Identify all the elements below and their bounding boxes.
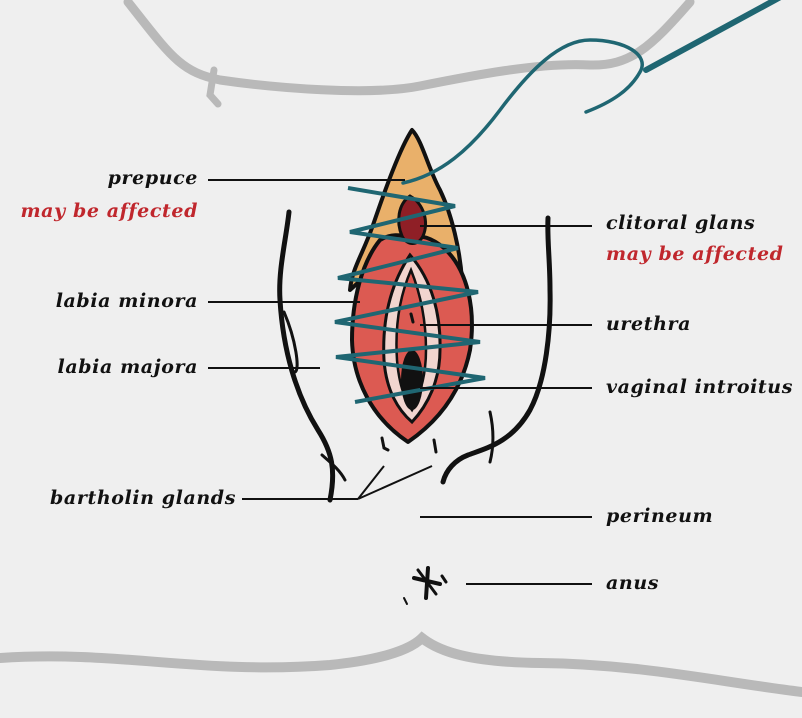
urethra-mark (411, 314, 413, 322)
label-anus: anus (606, 572, 659, 594)
bartholin-gland-left (382, 438, 388, 450)
label-bartholin-glands: bartholin glands (20, 487, 236, 509)
anus-mark (404, 568, 446, 604)
label-clitoral-glans: clitoral glans (606, 212, 755, 234)
label-prepuce: prepuce (60, 167, 198, 189)
label-prepuce-note: may be affected (0, 200, 198, 222)
vaginal-introitus-shape (401, 350, 423, 410)
leader-bartholin-right (358, 466, 432, 499)
label-perineum: perineum (606, 505, 713, 527)
bartholin-gland-right (434, 440, 436, 452)
labia-majora-right-tail (490, 412, 493, 462)
labia-majora-left-inner (284, 312, 345, 480)
label-labia-minora: labia minora (20, 290, 198, 312)
label-vaginal-introitus: vaginal introitus (606, 376, 793, 398)
label-labia-majora: labia majora (20, 356, 198, 378)
label-clitoral-glans-note: may be affected (606, 243, 784, 265)
lower-body-contour (0, 638, 802, 692)
needle-icon (646, 0, 786, 70)
label-urethra: urethra (606, 313, 691, 335)
